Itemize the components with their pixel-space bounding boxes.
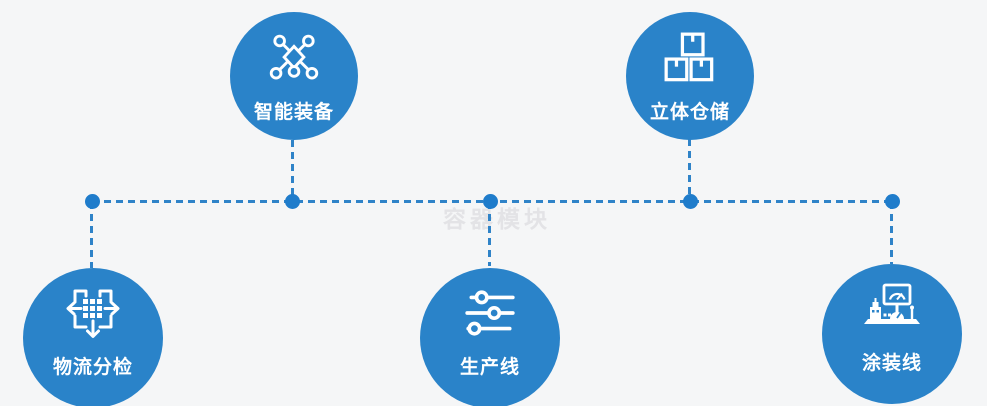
node-warehouse[interactable]: 立体仓储 [626, 12, 754, 140]
node-logistics-sorting[interactable]: 物流分检 [23, 268, 163, 406]
junction-dot-logistics [85, 194, 100, 209]
node-painting-line[interactable]: 涂装线 [822, 264, 962, 404]
junction-dot-painting [885, 194, 900, 209]
junction-dot-smart-equipment [285, 194, 300, 209]
stacked-boxes-icon [664, 29, 716, 87]
node-label: 立体仓储 [649, 101, 730, 123]
network-nodes-icon [265, 29, 323, 87]
connector-warehouse [688, 139, 691, 202]
sliders-icon [463, 284, 517, 342]
node-label: 涂装线 [861, 352, 922, 374]
control-station-icon [860, 280, 924, 338]
node-label: 智能装备 [253, 101, 334, 123]
node-production-line[interactable]: 生产线 [420, 268, 560, 406]
connector-logistics-sorting [90, 202, 93, 268]
node-label: 物流分检 [52, 356, 133, 378]
junction-dot-production [483, 194, 498, 209]
connector-painting-line [890, 202, 893, 264]
junction-dot-warehouse [683, 194, 698, 209]
node-label: 生产线 [459, 356, 520, 378]
connector-production-line [488, 202, 491, 266]
connector-smart-equipment [291, 140, 294, 202]
watermark-text: 容器模块 [443, 206, 551, 232]
node-smart-equipment[interactable]: 智能装备 [230, 12, 358, 140]
sorting-arrows-icon [65, 284, 121, 342]
